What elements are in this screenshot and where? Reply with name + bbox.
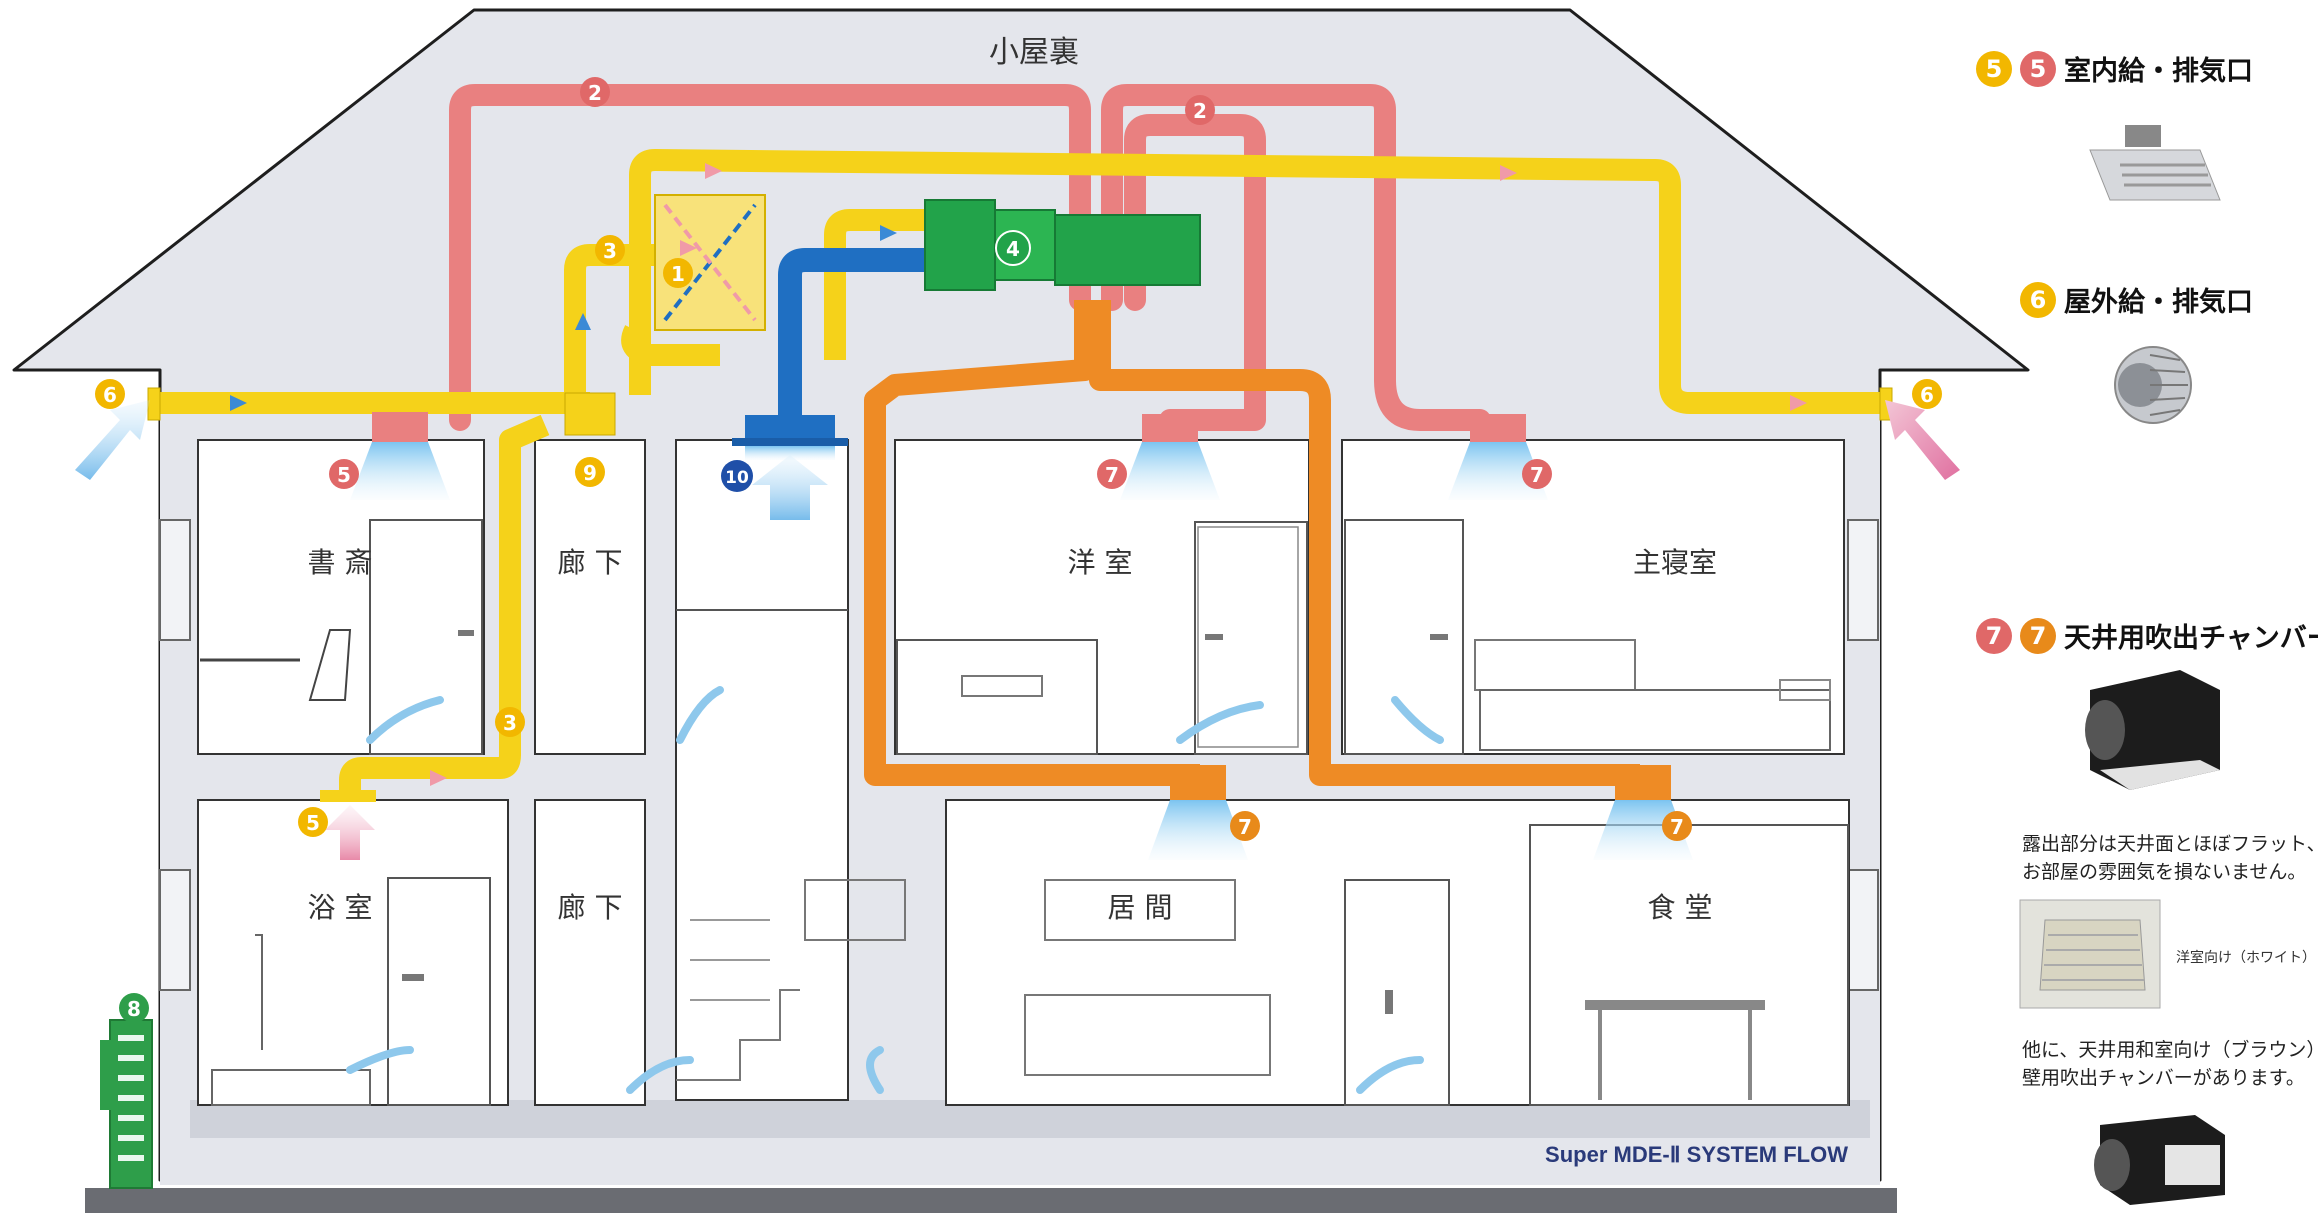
svg-text:1: 1 bbox=[671, 262, 685, 286]
marker-2b: 2 bbox=[1185, 95, 1215, 125]
svg-text:8: 8 bbox=[127, 997, 141, 1021]
svg-text:7: 7 bbox=[1105, 463, 1119, 487]
room-label-western: 洋 室 bbox=[1068, 546, 1133, 579]
ground-line bbox=[85, 1188, 1897, 1213]
svg-text:4: 4 bbox=[1006, 237, 1020, 261]
marker-5b: 5 bbox=[298, 807, 328, 837]
marker-7d: 7 bbox=[1662, 811, 1692, 841]
room-living bbox=[804, 799, 1850, 1106]
marker-6b: 6 bbox=[1912, 379, 1942, 409]
legend-5-label: 室内給・排気口 bbox=[2064, 56, 2253, 87]
marker-6a: 6 bbox=[95, 379, 125, 409]
marker-2a: 2 bbox=[580, 77, 610, 107]
marker-4: 4 bbox=[995, 230, 1031, 266]
ceiling-chamber-product bbox=[2085, 670, 2220, 790]
marker-7a: 7 bbox=[1097, 459, 1127, 489]
return-grille bbox=[732, 415, 848, 446]
room-label-dining: 食 堂 bbox=[1648, 891, 1713, 924]
room-label-living: 居 間 bbox=[1108, 891, 1173, 924]
chamber-vents bbox=[1170, 765, 1671, 800]
room-label-master: 主寝室 bbox=[1633, 546, 1717, 579]
indoor-vent-product bbox=[2089, 125, 2221, 201]
chamber-duct bbox=[864, 300, 1640, 786]
marker-8: 8 bbox=[119, 993, 149, 1023]
white-grille-product bbox=[2019, 899, 2161, 1009]
supply-duct bbox=[155, 149, 1880, 800]
svg-text:3: 3 bbox=[503, 711, 517, 735]
white-grille-caption: 洋室向け（ホワイト） bbox=[2176, 950, 2316, 966]
svg-text:5: 5 bbox=[306, 811, 320, 835]
legend-note-other-line2: 壁用吹出チャンバーがあります。 bbox=[2022, 1067, 2305, 1089]
legend-note-other-line1: 他に、天井用和室向け（ブラウン） bbox=[2022, 1039, 2318, 1061]
svg-text:7: 7 bbox=[1530, 463, 1544, 487]
marker-10: 10 bbox=[721, 460, 753, 492]
legend-7-label: 天井用吹出チャンバー bbox=[2064, 623, 2318, 654]
system-flow-caption: Super MDE-Ⅱ SYSTEM FLOW bbox=[1545, 1142, 1848, 1167]
exhaust-duct bbox=[449, 84, 1491, 431]
svg-text:7: 7 bbox=[1670, 815, 1684, 839]
marker-1: 1 bbox=[663, 258, 693, 288]
room-label-study: 書 斎 bbox=[308, 546, 373, 579]
legend-item-5: 5 5 室内給・排気口 bbox=[1976, 49, 2253, 88]
svg-text:6: 6 bbox=[1920, 383, 1934, 407]
svg-text:3: 3 bbox=[603, 239, 617, 263]
marker-7b: 7 bbox=[1522, 459, 1552, 489]
legend-item-7: 7 7 天井用吹出チャンバー bbox=[1976, 616, 2318, 655]
legend-5-yellow-marker: 5 bbox=[1976, 50, 2012, 87]
marker-3b: 3 bbox=[495, 707, 525, 737]
legend-note-flat-line2: お部屋の雰囲気を損ないません。 bbox=[2022, 861, 2307, 883]
svg-text:6: 6 bbox=[103, 383, 117, 407]
legend-note-flat-line1: 露出部分は天井面とほぼフラット、 bbox=[2022, 833, 2318, 855]
air-plumes bbox=[350, 442, 1693, 860]
attic-label: 小屋裏 bbox=[989, 35, 1079, 70]
return-duct bbox=[778, 248, 925, 415]
room-hall-upper bbox=[534, 439, 646, 755]
legend-6-label: 屋外給・排気口 bbox=[2064, 287, 2253, 318]
room-master bbox=[1341, 439, 1845, 755]
room-label-hall-lower: 廊 下 bbox=[558, 891, 623, 924]
wall-chamber-product bbox=[2094, 1115, 2225, 1205]
legend-7-orange-marker: 7 bbox=[2020, 617, 2056, 654]
flow-arrows bbox=[75, 163, 1960, 1094]
room-hall-lower bbox=[534, 799, 646, 1106]
legend-item-6: 6 屋外給・排気口 bbox=[2020, 280, 2253, 319]
room-western bbox=[894, 439, 1310, 755]
svg-text:2: 2 bbox=[1193, 99, 1207, 123]
floor-band bbox=[190, 1100, 1870, 1138]
room-label-bath: 浴 室 bbox=[308, 891, 373, 924]
outdoor-hood-product bbox=[2114, 346, 2192, 424]
legend-6-marker: 6 bbox=[2020, 281, 2056, 318]
marker-3a: 3 bbox=[595, 235, 625, 265]
svg-text:10: 10 bbox=[725, 468, 749, 488]
svg-text:9: 9 bbox=[583, 461, 597, 485]
legend-5-red-marker: 5 bbox=[2020, 50, 2056, 87]
marker-5a: 5 bbox=[329, 459, 359, 489]
exhaust-vents bbox=[320, 412, 1526, 802]
left-wall-trim bbox=[159, 519, 1879, 991]
svg-text:7: 7 bbox=[1238, 815, 1252, 839]
svg-text:5: 5 bbox=[337, 463, 351, 487]
legend-7-red-marker: 7 bbox=[1976, 617, 2012, 654]
legend-note-other: 他に、天井用和室向け（ブラウン） 壁用吹出チャンバーがあります。 bbox=[2022, 1036, 2318, 1092]
legend-note-flat: 露出部分は天井面とほぼフラット、 お部屋の雰囲気を損ないません。 bbox=[2022, 830, 2318, 886]
outdoor-intake-grille bbox=[100, 1019, 153, 1189]
room-label-hall-upper: 廊 下 bbox=[558, 546, 623, 579]
marker-7c: 7 bbox=[1230, 811, 1260, 841]
room-stair bbox=[675, 439, 849, 1101]
marker-9: 9 bbox=[575, 457, 605, 487]
svg-text:2: 2 bbox=[588, 81, 602, 105]
supply-hub bbox=[564, 392, 616, 436]
